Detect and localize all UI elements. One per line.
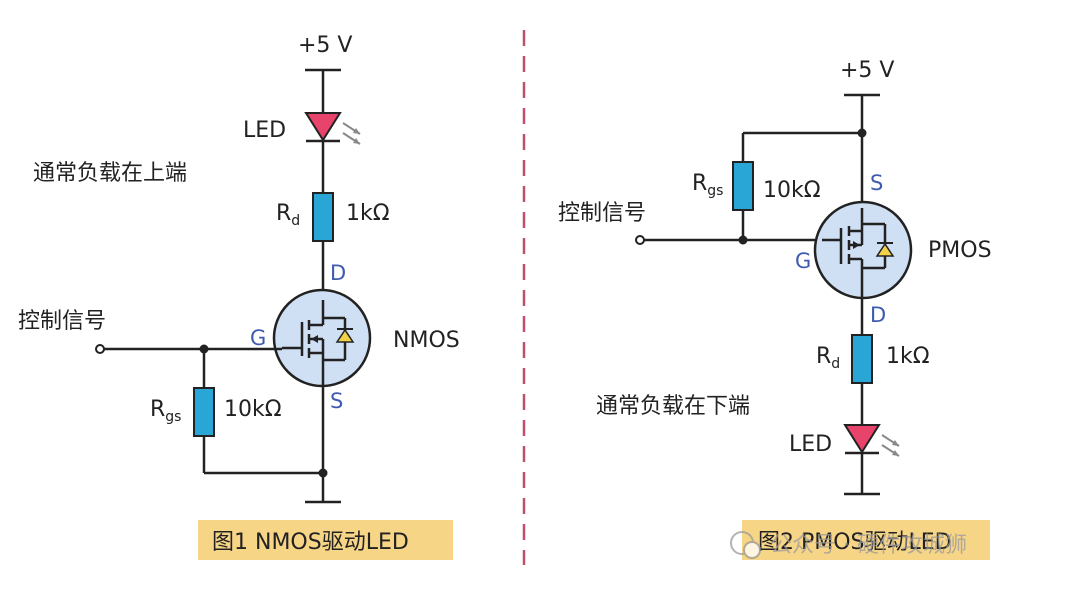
fig1-rgs-value: 10kΩ: [224, 397, 282, 422]
figure-1-nmos: +5 V LED Rd 1kΩ D: [18, 33, 460, 560]
fig2-rgs-label: Rgs: [692, 171, 723, 199]
fig2-junction: [738, 235, 748, 245]
fig1-supply-label: +5 V: [298, 33, 352, 58]
fig2-caption: 图2 PMOS驱动LED: [758, 530, 952, 555]
fig1-control-terminal: [95, 344, 105, 354]
fig1-rd-resistor: [312, 192, 334, 242]
fig2-rd-resistor: [851, 334, 873, 384]
fig1-mos-type: NMOS: [393, 328, 460, 353]
fig2-caption-box: [742, 520, 990, 560]
fig1-rd-value: 1kΩ: [346, 201, 390, 226]
fig2-pin-g: G: [795, 249, 811, 273]
fig2-led-label: LED: [789, 432, 832, 457]
fig1-rgs-resistor: [193, 387, 215, 437]
fig2-note: 通常负载在下端: [596, 394, 750, 419]
fig1-led: [304, 112, 361, 145]
fig2-pin-s: S: [870, 171, 883, 195]
fig2-rgs-value: 10kΩ: [763, 178, 821, 203]
fig2-rd-value: 1kΩ: [886, 344, 930, 369]
fig1-junction: [318, 468, 328, 478]
fig1-nmos-transistor: [272, 288, 372, 388]
fig2-led: [843, 424, 900, 457]
figure-2-pmos: +5 V S Rgs 10kΩ 控制信号: [558, 58, 992, 560]
fig2-pin-d: D: [870, 303, 886, 327]
fig2-mos-type: PMOS: [928, 238, 992, 263]
fig2-supply-label: +5 V: [840, 58, 894, 83]
watermark-text: 公众号 · 硬件攻城狮: [770, 533, 967, 558]
fig2-rd-label: Rd: [816, 344, 840, 372]
fig1-rgs-label: Rgs: [150, 397, 181, 425]
fig1-led-label: LED: [243, 118, 286, 143]
fig1-rd-label: Rd: [276, 201, 300, 229]
fig1-pin-s: S: [330, 389, 343, 413]
fig1-note: 通常负载在上端: [33, 161, 187, 186]
fig1-control-label: 控制信号: [18, 309, 106, 334]
fig2-control-terminal: [635, 235, 645, 245]
fig1-caption-box: [198, 520, 453, 560]
fig1-pin-g: G: [250, 326, 266, 350]
fig2-pmos-transistor: [813, 200, 913, 300]
fig2-control-label: 控制信号: [558, 201, 646, 226]
fig1-caption: 图1 NMOS驱动LED: [212, 530, 409, 555]
fig2-rgs-resistor: [732, 161, 754, 211]
fig1-pin-d: D: [330, 261, 346, 285]
watermark: 公众号 · 硬件攻城狮: [730, 531, 967, 559]
